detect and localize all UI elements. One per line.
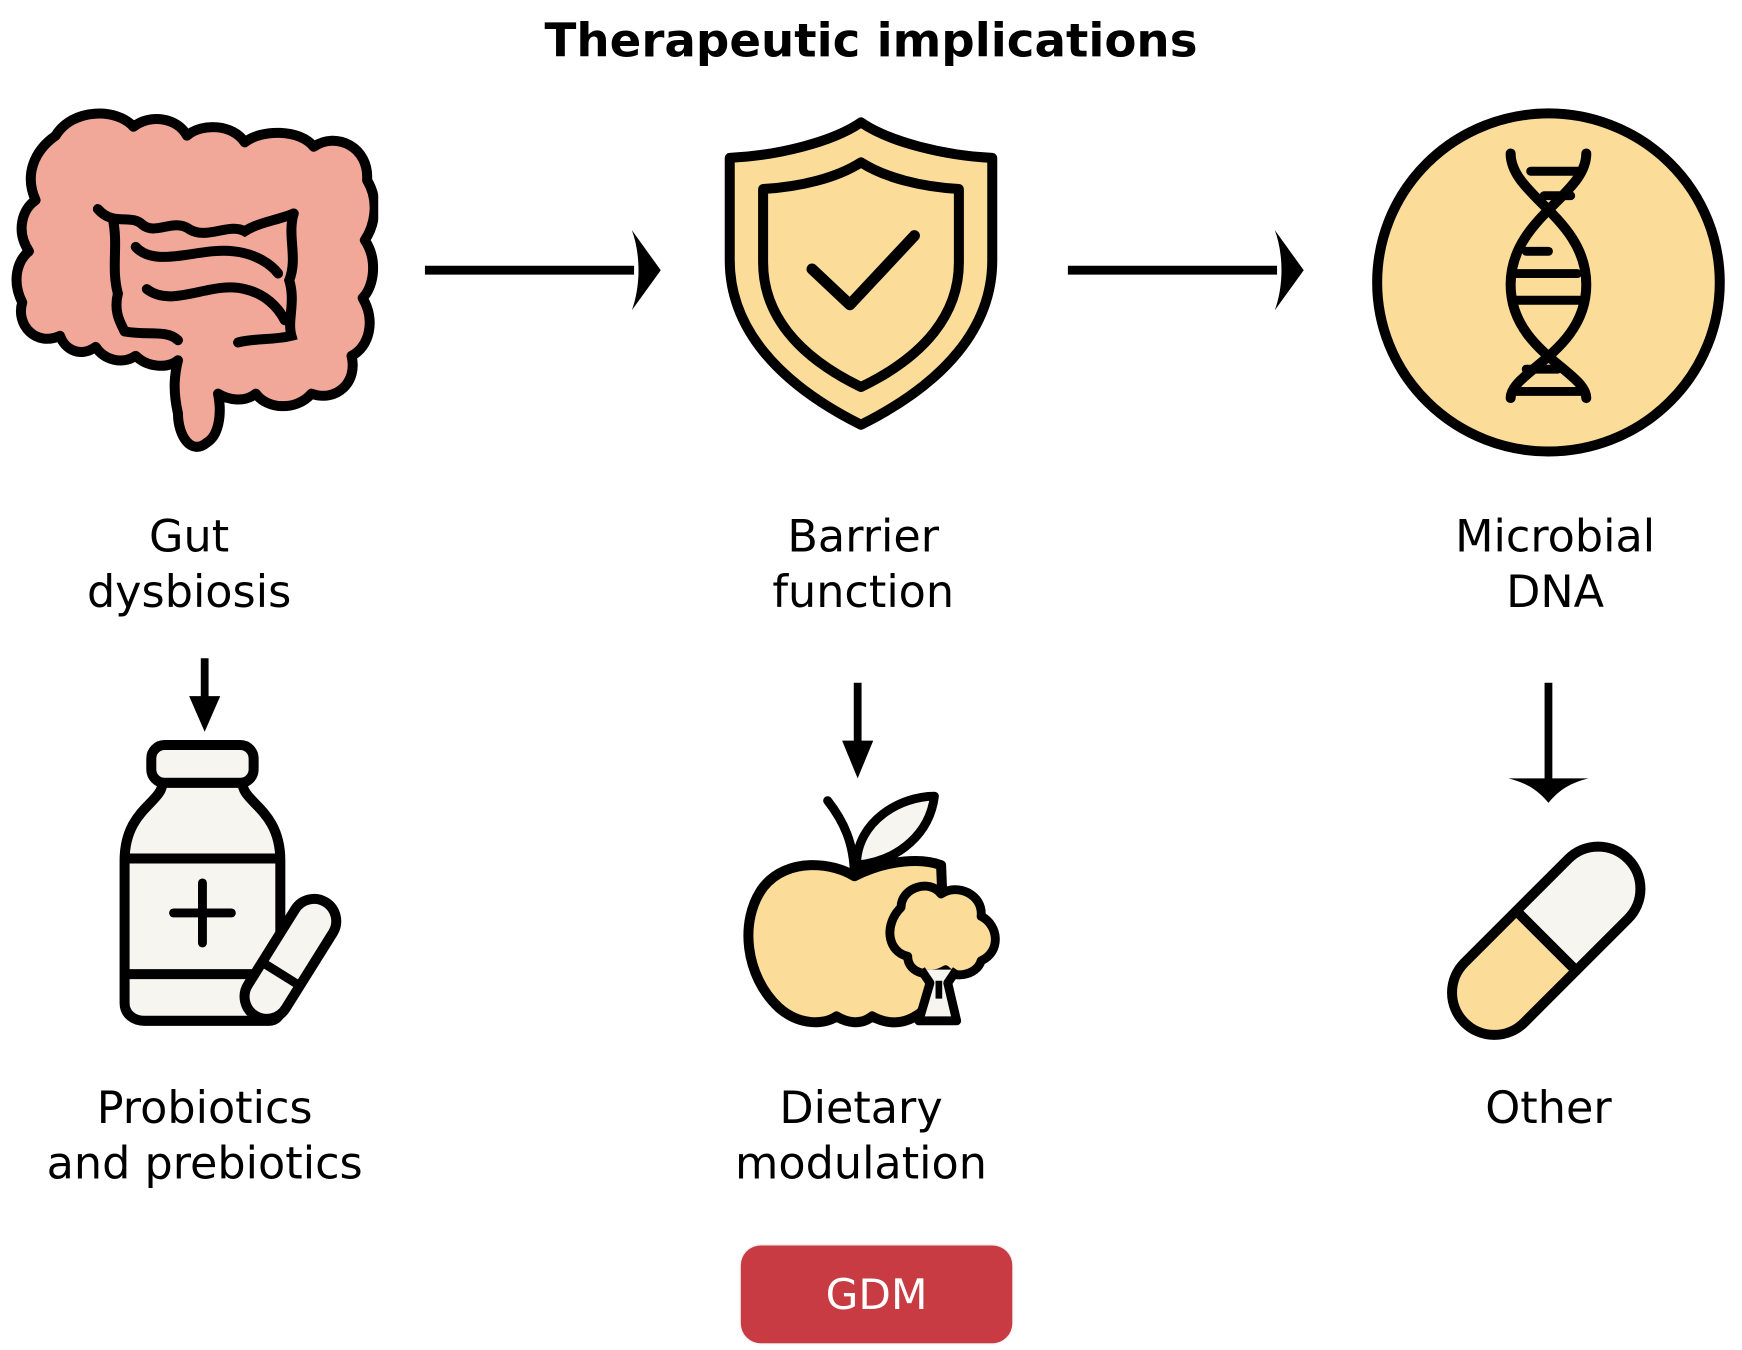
arrow-right-icon <box>424 230 661 311</box>
intestine-icon <box>11 108 379 452</box>
capsule-icon <box>1447 841 1646 1040</box>
node-label-gut-dysbiosis: Gut dysbiosis <box>86 511 292 619</box>
arrow-down-icon <box>189 658 221 732</box>
diagram-title: Therapeutic implications <box>544 13 1198 68</box>
node-label-probiotics: Probiotics and prebiotics <box>46 1083 363 1190</box>
node-label-dietary-modulation: Dietary modulation <box>735 1083 987 1190</box>
arrow-down-icon <box>842 682 874 779</box>
apple-broccoli-icon <box>743 791 1000 1028</box>
node-label-other: Other <box>1485 1083 1612 1135</box>
medicine-bottle-icon <box>119 740 342 1026</box>
node-label-microbial-dna: Microbial DNA <box>1455 511 1656 619</box>
shield-check-icon <box>724 117 998 430</box>
gdm-badge: GDM <box>740 1245 1013 1344</box>
node-label-barrier-function: Barrier function <box>772 511 955 619</box>
arrow-down-icon <box>1508 682 1589 803</box>
arrow-right-icon <box>1067 230 1304 311</box>
gdm-badge-label: GDM <box>825 1269 928 1319</box>
dna-icon <box>1372 108 1725 457</box>
